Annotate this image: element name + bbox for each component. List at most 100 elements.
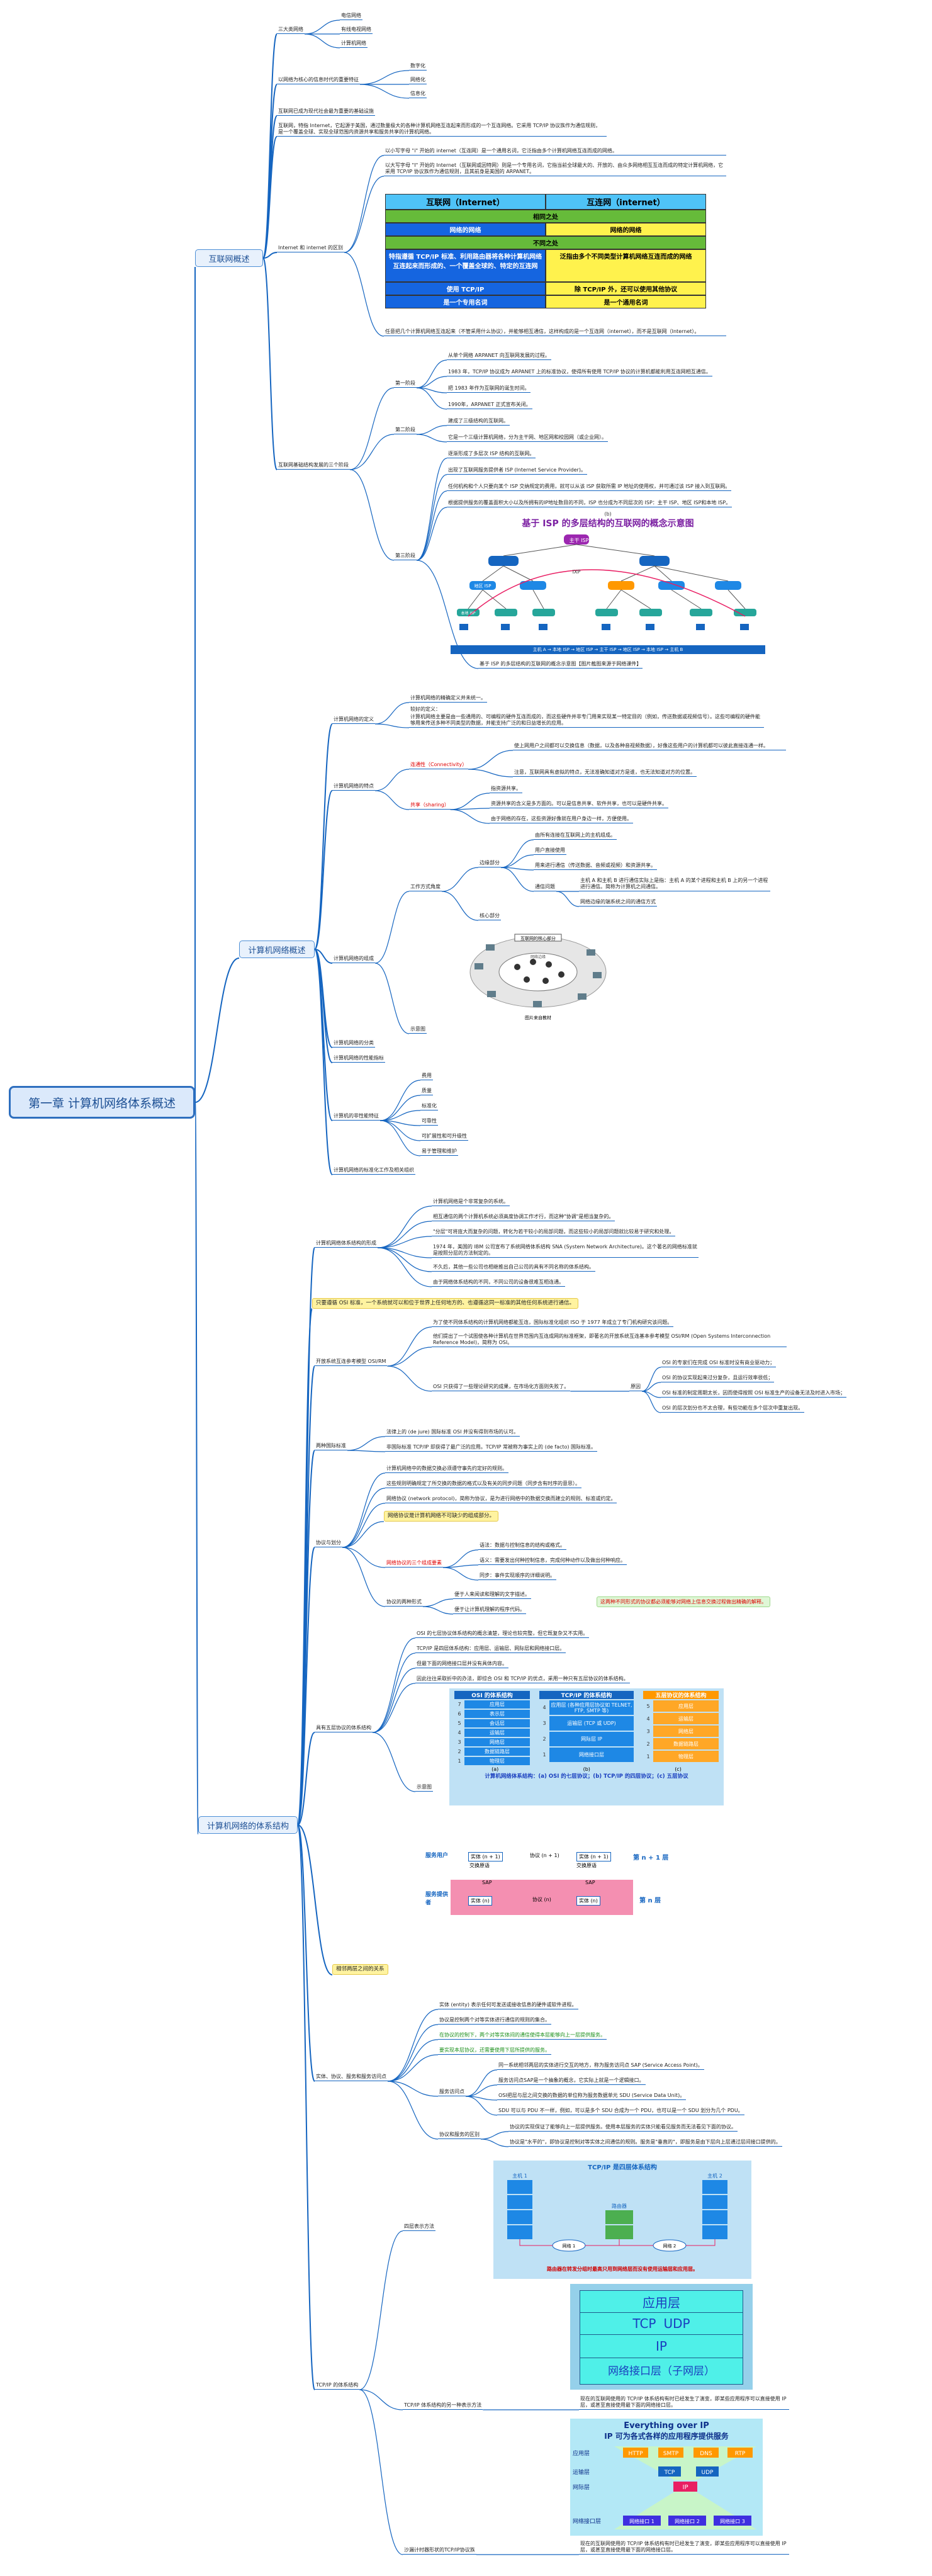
- node-osi-2[interactable]: 他们提出了一个试图使各种计算机在世界范围内互连成网的标准框架，即著名的开放系统互…: [432, 1333, 787, 1347]
- node-share-2[interactable]: 资源共享的含义是多方面的。可以是信息共享、软件共享，也可以是硬件共享。: [490, 801, 668, 808]
- node-reason-4[interactable]: OSI 的层次划分也不太合理，有些功能在多个层次中重复出现。: [661, 1405, 805, 1413]
- node-three-nets[interactable]: 三大类网络: [277, 26, 305, 34]
- node-four-layer[interactable]: 四层表示方法: [403, 2223, 435, 2231]
- node-stage2[interactable]: 第二阶段: [394, 427, 417, 434]
- node-comm-mode-1[interactable]: 主机 A 和主机 B 进行通信实际上是指：主机 A 的某个进程和主机 B 上的另…: [579, 878, 770, 891]
- node-np-standard[interactable]: 标准化: [420, 1103, 438, 1110]
- node-comm-mode-2[interactable]: 网络边缘的端系统之间的通信方式: [579, 899, 657, 907]
- node-np-manage[interactable]: 易于管理和维护: [420, 1148, 458, 1156]
- node-five-1[interactable]: OSI 的七层协议体系结构的概念清楚，理论也较完整，但它既复杂又不实用。: [415, 1630, 590, 1638]
- node-adjacent-relation[interactable]: 相邻两层之间的关系: [332, 1964, 388, 1975]
- node-form-3[interactable]: "分层"可将庞大而复杂的问题，转化为若干较小的局部问题，而这些较小的局部问题就比…: [432, 1229, 676, 1236]
- node-nonperf[interactable]: 计算机的非性能特征: [332, 1113, 380, 1121]
- node-core[interactable]: 核心部分: [478, 913, 501, 920]
- node-sync[interactable]: 同步：事件实现顺序的详细说明。: [478, 1573, 556, 1580]
- section-architecture[interactable]: 计算机网络的体系结构: [198, 1816, 298, 1834]
- node-diagram-label[interactable]: 示意图: [409, 1026, 427, 1034]
- node-proto-elements[interactable]: 网络协议的三个组成要素: [385, 1560, 443, 1568]
- node-stack-note[interactable]: 现在的互联网使用的 TCP/IP 体系结构有时已经发生了演变，即某些应用程序可以…: [579, 2396, 789, 2410]
- node-stages[interactable]: 互联网基础结构发展的三个阶段: [277, 462, 350, 470]
- node-arch-form[interactable]: 计算机网络体系结构的形成: [315, 1240, 378, 1248]
- node-infra[interactable]: 互联网已成为现代社会最为重要的基础设施: [277, 108, 375, 116]
- node-def[interactable]: 计算机网络的定义: [332, 716, 375, 724]
- node-form-6[interactable]: 由于网络体系结构的不同，不同公司的设备很难互相连通。: [432, 1279, 565, 1287]
- node-inet-note[interactable]: 任意把几个计算机网络互连起来（不管采用什么协议），并能够相互通信，这样构成的是一…: [384, 329, 726, 336]
- node-five-layer[interactable]: 具有五层协议的体系结构: [315, 1725, 373, 1732]
- node-np-reliability[interactable]: 可靠性: [420, 1118, 438, 1126]
- node-two-std-1[interactable]: 法律上的 (de jure) 国际标准 OSI 并没有得到市场的认可。: [385, 1429, 520, 1437]
- node-net-cable[interactable]: 有线电视网络: [340, 26, 373, 34]
- node-pvs-1[interactable]: 协议的实现保证了能够向上一层提供服务。使用本层服务的实体只能看见服务而无法看见下…: [508, 2124, 738, 2132]
- section-network-overview[interactable]: 计算机网络概述: [239, 941, 315, 958]
- node-protocol[interactable]: 协议与划分: [315, 1540, 342, 1547]
- node-sap-3[interactable]: OSI把层与层之间交换的数据的单位称为服务数据单元 SDU (Service D…: [497, 2093, 687, 2100]
- node-reason-2[interactable]: OSI 的协议实现起来过分复杂，且运行效率很低；: [661, 1375, 775, 1382]
- node-proto-forms[interactable]: 协议的两种形式: [385, 1599, 423, 1607]
- node-comm-mode[interactable]: 通信问题: [534, 884, 556, 891]
- protocol-forms-note[interactable]: 这两种不同形式的协议都必须能够对网络上信息交换过程做出精确的解释。: [597, 1596, 770, 1607]
- node-form-1[interactable]: 计算机网络是个非常复杂的系统。: [432, 1199, 510, 1206]
- node-form-2[interactable]: 相互通信的两个计算机系统必须高度协调工作才行，而这种"协调"是相当复杂的。: [432, 1214, 615, 1221]
- node-five-3[interactable]: 但最下面的网络接口层并没有具体内容。: [415, 1661, 508, 1668]
- node-entity-1[interactable]: 实体 (entity) 表示任何可发送或接收信息的硬件或软件进程。: [438, 2002, 578, 2009]
- node-standards[interactable]: 计算机网络的标准化工作及相关组织: [332, 1167, 415, 1175]
- node-s1-a[interactable]: 从单个网络 ARPANET 向互联网发展的过程。: [447, 353, 551, 360]
- protocol-essential[interactable]: 网络协议是计算机网络不可缺少的组成部分。: [384, 1511, 499, 1522]
- node-entity-4[interactable]: 要实现本层协议，还需要使用下层所提供的服务。: [438, 2047, 551, 2055]
- node-np-scalable[interactable]: 可扩展性和可升级性: [420, 1133, 468, 1141]
- node-performance[interactable]: 计算机网络的性能指标: [332, 1055, 385, 1063]
- node-osi-1[interactable]: 为了使不同体系结构的计算机网络都能互连，国际标准化组织 ISO 于 1977 年…: [432, 1319, 674, 1327]
- node-digital[interactable]: 数字化: [409, 63, 427, 71]
- node-stage1[interactable]: 第一阶段: [394, 380, 417, 388]
- node-def-3[interactable]: 计算机网络主要是由一些通用的、可编程的硬件互连而成的，而这些硬件并非专门用来实现…: [409, 714, 764, 728]
- node-s3-b[interactable]: 出现了互联网服务提供者 ISP (Internet Service Provid…: [447, 467, 587, 475]
- node-tcpip-arch[interactable]: TCP/IP 的体系结构: [315, 2382, 360, 2390]
- node-sap-1[interactable]: 同一系统相邻两层的实体进行交互的地方，称为服务访问点 SAP (Service …: [497, 2062, 704, 2070]
- node-osi-why[interactable]: 原因: [629, 1384, 642, 1391]
- node-isp-caption[interactable]: 基于 ISP 的多层结构的互联网的概念示意图【图片截图来源于网络课件】: [478, 661, 643, 669]
- node-syntax[interactable]: 语法：数据与控制信息的结构或格式。: [478, 1542, 566, 1550]
- node-two-std-2[interactable]: 非国际标准 TCP/IP 却获得了最广泛的应用。TCP/IP 常被称为事实上的 …: [385, 1444, 598, 1452]
- node-def-2[interactable]: 较好的定义：: [410, 706, 441, 712]
- node-form-text[interactable]: 便于人来阅读和理解的文字描述。: [453, 1591, 531, 1599]
- osi-banner[interactable]: 只要遵循 OSI 标准，一个系统就可以和位于世界上任何地方的、也遵循这同一标准的…: [312, 1298, 579, 1309]
- node-sap[interactable]: 服务访问点: [438, 2089, 466, 2096]
- node-five-diagram-label[interactable]: 示意图: [415, 1784, 433, 1792]
- node-np-cost[interactable]: 费用: [420, 1073, 433, 1080]
- node-two-std[interactable]: 两种国际标准: [315, 1443, 347, 1450]
- node-stage3[interactable]: 第三阶段: [394, 553, 417, 560]
- node-composition[interactable]: 计算机网络的组成: [332, 956, 375, 963]
- node-sap-4[interactable]: SDU 可以与 PDU 不一样，例如，可以是多个 SDU 合成为一个 PDU，也…: [497, 2108, 744, 2115]
- node-five-4[interactable]: 因此往往采取折中的办法，即综合 OSI 和 TCP/IP 的优点，采用一种只有五…: [415, 1676, 630, 1683]
- node-s2-b[interactable]: 它是一个三级计算机网络，分为主干网、地区网和校园网（或企业网）。: [447, 434, 608, 442]
- node-info-age[interactable]: 以网络为核心的信息时代的重要特征: [277, 77, 360, 84]
- node-semantics[interactable]: 语义：需要发出何种控制信息，完成何种动作以及做出何种响应。: [478, 1557, 627, 1565]
- node-user-direct[interactable]: 用户直接使用: [534, 847, 566, 855]
- node-net-telecom[interactable]: 电信网络: [340, 13, 362, 20]
- node-classify[interactable]: 计算机网络的分类: [332, 1040, 375, 1048]
- node-proto-1[interactable]: 计算机网络中的数据交换必须遵守事先约定好的规则。: [385, 1466, 508, 1473]
- node-def-1[interactable]: 计算机网络的精确定义并未统一。: [409, 695, 487, 703]
- node-traits[interactable]: 计算机网络的特点: [332, 783, 375, 791]
- node-osi[interactable]: 开放系统互连参考模型 OSI/RM: [315, 1359, 388, 1366]
- node-networked[interactable]: 网络化: [409, 77, 427, 84]
- node-proto-2[interactable]: 这些规则明确规定了所交换的数据的格式以及有关的同步问题（同步含有时序的意思）。: [385, 1481, 581, 1488]
- node-np-quality[interactable]: 质量: [420, 1088, 433, 1095]
- node-conn-1[interactable]: 使上网用户之间都可以交换信息（数据，以及各种音视频数据），好像这些用户的计算机都…: [513, 743, 786, 750]
- node-inet-upper[interactable]: 以大写字母 "I" 开始的 Internet（互联网或因特网）则是一个专用名词，…: [384, 162, 726, 176]
- node-s1-c[interactable]: 把 1983 年作为互联网的诞生时间。: [447, 385, 531, 393]
- node-form-code[interactable]: 便于让计算机理解的程序代码。: [453, 1607, 526, 1614]
- node-share-3[interactable]: 由于网络的存在，这些资源好像就在用户身边一样，方便使用。: [490, 816, 633, 823]
- node-hourglass-label[interactable]: 沙漏计时器形状的TCP/IP协议族: [403, 2547, 476, 2555]
- node-inet-diff[interactable]: Internet 和 internet 的区别: [277, 245, 345, 252]
- node-s3-c[interactable]: 任何机构和个人只要向某个 ISP 交纳规定的费用，就可以从该 ISP 获取所需 …: [447, 483, 732, 491]
- node-s1-b[interactable]: 1983 年，TCP/IP 协议成为 ARPANET 上的标准协议，使得所有使用…: [447, 369, 712, 376]
- node-inet-lower[interactable]: 以小写字母 "i" 开始的 internet（互连网）是一个通用名词，它泛指由多…: [384, 148, 726, 155]
- node-pvs-2[interactable]: 协议是"水平的"，即协议是控制对等实体之间通信的规则。服务是"垂直的"，即服务是…: [508, 2139, 782, 2147]
- node-entity[interactable]: 实体、协议、服务和服务访问点: [315, 2074, 388, 2081]
- node-sharing[interactable]: 共享（sharing）: [409, 802, 451, 810]
- node-s3-d[interactable]: 根据提供服务的覆盖面积大小以及所拥有的IP地址数目的不同，ISP 也分成为不同层…: [447, 500, 733, 507]
- node-reason-3[interactable]: OSI 标准的制定周期太长，因而使得按照 OSI 标准生产的设备无法及时进入市场…: [661, 1390, 847, 1398]
- node-five-2[interactable]: TCP/IP 是四层体系结构：应用层、运输层、网际层和网络接口层。: [415, 1646, 566, 1653]
- node-form-4[interactable]: 1974 年，美国的 IBM 公司宣布了系统网络体系结构 SNA (System…: [432, 1244, 699, 1258]
